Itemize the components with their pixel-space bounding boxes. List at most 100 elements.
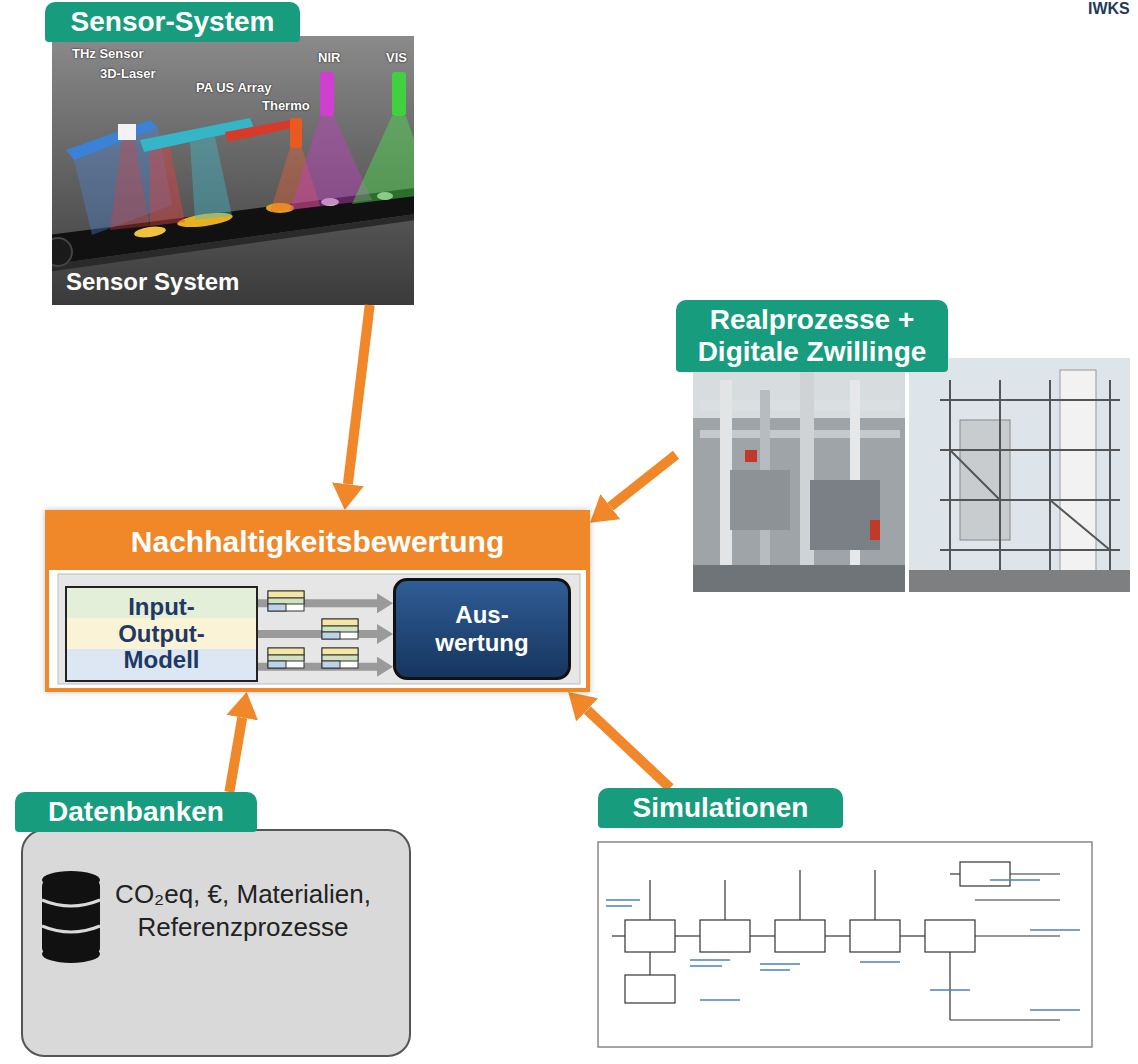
flow-arrow [258, 630, 377, 638]
simulation-flowchart [598, 842, 1092, 1047]
evaluation-ground [58, 574, 580, 684]
sensor-illustration [52, 36, 414, 305]
art-shape [42, 880, 100, 954]
art-shape [352, 116, 414, 204]
art-shape [799, 870, 800, 920]
art-shape [690, 959, 730, 961]
art-shape [1049, 380, 1051, 590]
art-shape [268, 604, 286, 611]
art-shape [675, 935, 700, 936]
art-shape [268, 591, 358, 668]
section-tab: Realprozesse + Digitale Zwillinge [676, 300, 948, 372]
art-shape [825, 935, 850, 936]
art-shape [392, 72, 406, 116]
evaluation-label: Aus- wertung [427, 601, 537, 656]
art-shape [612, 862, 1060, 1020]
art-shape [975, 935, 1060, 936]
sensor-label: Thermo [262, 98, 310, 113]
art-shape [606, 905, 632, 907]
logo-text: IWKS [1088, 0, 1130, 18]
art-shape [268, 648, 304, 668]
art-shape [975, 899, 1060, 900]
art-shape [110, 140, 150, 230]
art-shape [909, 570, 1130, 592]
art-shape [290, 118, 302, 148]
art-shape [322, 661, 340, 668]
art-shape [950, 450, 1000, 500]
art-shape [940, 380, 1120, 590]
sensor-label: THz Sensor [72, 46, 144, 61]
art-shape [760, 963, 800, 965]
art-shape [606, 880, 1080, 1010]
art-shape [700, 999, 740, 1001]
art-shape [960, 862, 1010, 886]
art-shape [745, 450, 757, 462]
art-shape [322, 648, 358, 668]
database-panel [22, 830, 410, 1056]
sensor-label: PA US Array [196, 80, 271, 95]
art-shape [870, 520, 880, 540]
art-shape [118, 124, 136, 140]
art-shape [999, 380, 1001, 590]
sensor-label: 3D-Laser [100, 66, 156, 81]
art-shape [949, 952, 950, 1020]
art-shape [760, 969, 790, 971]
art-shape [905, 358, 909, 592]
art-shape [268, 648, 304, 655]
art-shape [612, 935, 625, 936]
art-shape [1030, 1009, 1080, 1011]
art-shape [1030, 929, 1080, 931]
assessment-frame: NachhaltigkeitsbewertungInput- Output- M… [45, 510, 590, 692]
evaluation-box: Aus- wertung [393, 578, 571, 680]
flow-arrow [610, 455, 676, 507]
art-shape [930, 989, 970, 991]
art-shape [322, 619, 358, 639]
database-content: CO₂eq, €, Materialien, Referenzprozesse [107, 878, 379, 943]
art-shape [322, 648, 358, 668]
art-shape [909, 358, 1130, 592]
art-shape [860, 961, 900, 963]
art-shape [225, 120, 292, 142]
process-panel: Realprozesse + Digitale Zwillinge [676, 300, 1132, 592]
art-shape [940, 499, 1120, 501]
art-shape [322, 619, 358, 626]
flow-arrow [229, 718, 242, 792]
art-shape [874, 870, 875, 920]
art-shape [950, 873, 960, 874]
sensor-label: NIR [318, 50, 340, 65]
art-shape [693, 358, 1130, 592]
sensor-label: VIS [386, 50, 407, 65]
art-shape [42, 945, 100, 963]
art-shape [1109, 380, 1111, 590]
simulation-panel: Simulationen [598, 788, 1092, 1050]
art-shape [750, 935, 775, 936]
art-shape [322, 626, 358, 632]
art-shape [625, 920, 675, 952]
art-shape [268, 591, 304, 611]
art-shape [940, 399, 1120, 401]
art-shape [22, 830, 410, 1056]
model-label: Input- Output- Modell [106, 594, 218, 673]
art-shape [52, 238, 72, 266]
art-shape [322, 655, 358, 661]
art-shape [990, 879, 1040, 881]
art-shape [42, 926, 100, 932]
flow-arrow [587, 710, 670, 788]
art-shape [320, 72, 334, 116]
art-shape [598, 842, 1092, 1047]
art-shape [850, 920, 900, 952]
art-shape [268, 661, 286, 668]
art-shape [190, 137, 232, 220]
art-shape [322, 648, 358, 655]
art-shape [649, 880, 650, 920]
section-tab: Datenbanken [15, 792, 257, 832]
art-shape [900, 935, 925, 936]
art-shape [730, 470, 790, 530]
art-shape [322, 632, 340, 639]
art-shape [690, 965, 722, 967]
art-shape [724, 880, 725, 920]
art-shape [925, 920, 975, 952]
art-shape [810, 480, 880, 550]
art-shape [268, 591, 304, 598]
art-shape [649, 952, 650, 975]
